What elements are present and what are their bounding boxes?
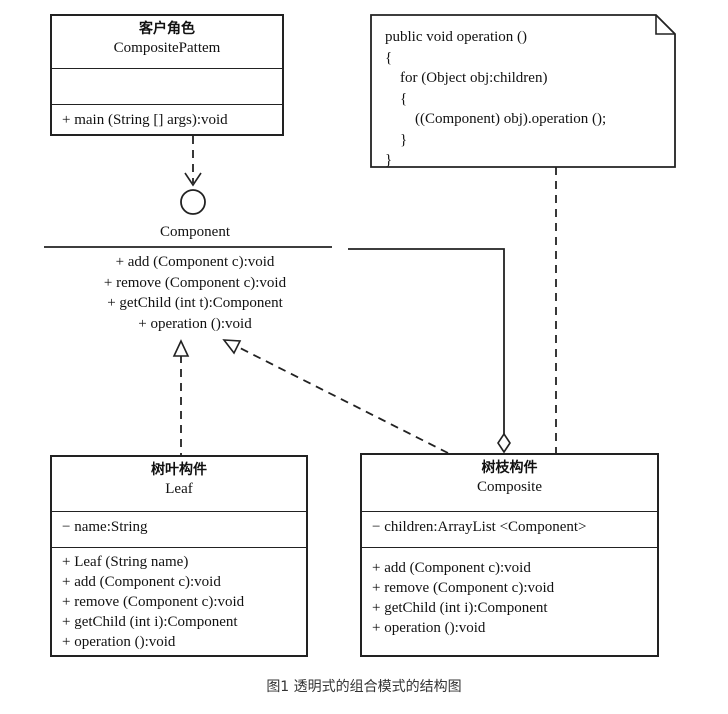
leaf-realization-arrowhead xyxy=(172,339,190,357)
leaf-operation: + add (Component c):void xyxy=(62,574,221,590)
client-operation: + main (String [] args):void xyxy=(62,112,228,128)
composite-title-en: Composite xyxy=(476,479,542,495)
code-note: public void operation () { for (Object ob… xyxy=(371,15,675,168)
client-attributes xyxy=(52,68,282,104)
component-operations: + add (Component c):void + remove (Compo… xyxy=(60,252,330,334)
composite-realization-line xyxy=(235,345,449,454)
note-code-line: public void operation () xyxy=(385,29,528,45)
component-operation: + add (Component c):void xyxy=(115,254,275,270)
interface-lollipop xyxy=(180,189,206,215)
composite-title-cn: 树枝构件 xyxy=(481,460,538,476)
note-code-line: { xyxy=(385,49,393,66)
composite-operations: + add (Component c):void + remove (Compo… xyxy=(362,547,657,638)
leaf-title-en: Leaf xyxy=(165,481,193,497)
composite-attribute: − children:ArrayList <Component> xyxy=(372,519,587,535)
client-operations: + main (String [] args):void xyxy=(52,104,282,138)
leaf-title-cn: 树叶构件 xyxy=(151,462,207,478)
note-shape xyxy=(370,14,676,168)
aggregation-diamond xyxy=(497,432,511,454)
note-fold xyxy=(655,15,675,35)
composite-attributes: − children:ArrayList <Component> xyxy=(362,511,657,547)
composite-operation: + getChild (int i):Component xyxy=(372,600,548,616)
note-code-line: for (Object obj:children) xyxy=(385,70,548,86)
composite-realization-arrowhead xyxy=(222,339,242,355)
client-title-cn: 客户角色 xyxy=(139,21,195,37)
leaf-operation: + operation ():void xyxy=(62,634,176,650)
client-title-en: CompositePattem xyxy=(113,40,221,56)
composite-title: 树枝构件 Composite xyxy=(362,455,657,511)
composite-class-box: 树枝构件 Composite − children:ArrayList <Com… xyxy=(360,453,659,657)
aggregation-line xyxy=(348,248,505,434)
leaf-operation: + getChild (int i):Component xyxy=(62,614,238,630)
figure-caption: 图1 透明式的组合模式的结构图 xyxy=(266,679,462,695)
dependency-arrowhead xyxy=(184,172,202,187)
client-class-box: 客户角色 CompositePattem + main (String [] a… xyxy=(50,14,284,136)
note-code: public void operation () { for (Object ob… xyxy=(385,27,606,171)
note-code-line: } xyxy=(385,152,393,168)
note-code-line: } xyxy=(385,131,408,148)
composite-operation: + operation ():void xyxy=(372,620,486,636)
composite-operation: + remove (Component c):void xyxy=(372,580,555,596)
component-operation: + getChild (int t):Component xyxy=(107,295,283,311)
client-title: 客户角色 CompositePattem xyxy=(52,16,282,68)
leaf-operations: + Leaf (String name) + add (Component c)… xyxy=(52,547,306,652)
leaf-attributes: − name:String xyxy=(52,511,306,547)
leaf-operation: + Leaf (String name) xyxy=(62,554,189,570)
leaf-operation: + remove (Component c):void xyxy=(62,594,245,610)
leaf-class-box: 树叶构件 Leaf − name:String + Leaf (String n… xyxy=(50,455,308,657)
composite-operation: + add (Component c):void xyxy=(372,560,531,576)
note-code-line: ((Component) obj).operation (); xyxy=(385,111,607,127)
leaf-title: 树叶构件 Leaf xyxy=(52,457,306,511)
component-title: Component xyxy=(160,224,230,240)
note-code-line: { xyxy=(385,90,408,107)
component-operation: + remove (Component c):void xyxy=(103,274,287,291)
component-operation: + operation ():void xyxy=(138,315,252,332)
leaf-attribute: − name:String xyxy=(62,519,148,535)
